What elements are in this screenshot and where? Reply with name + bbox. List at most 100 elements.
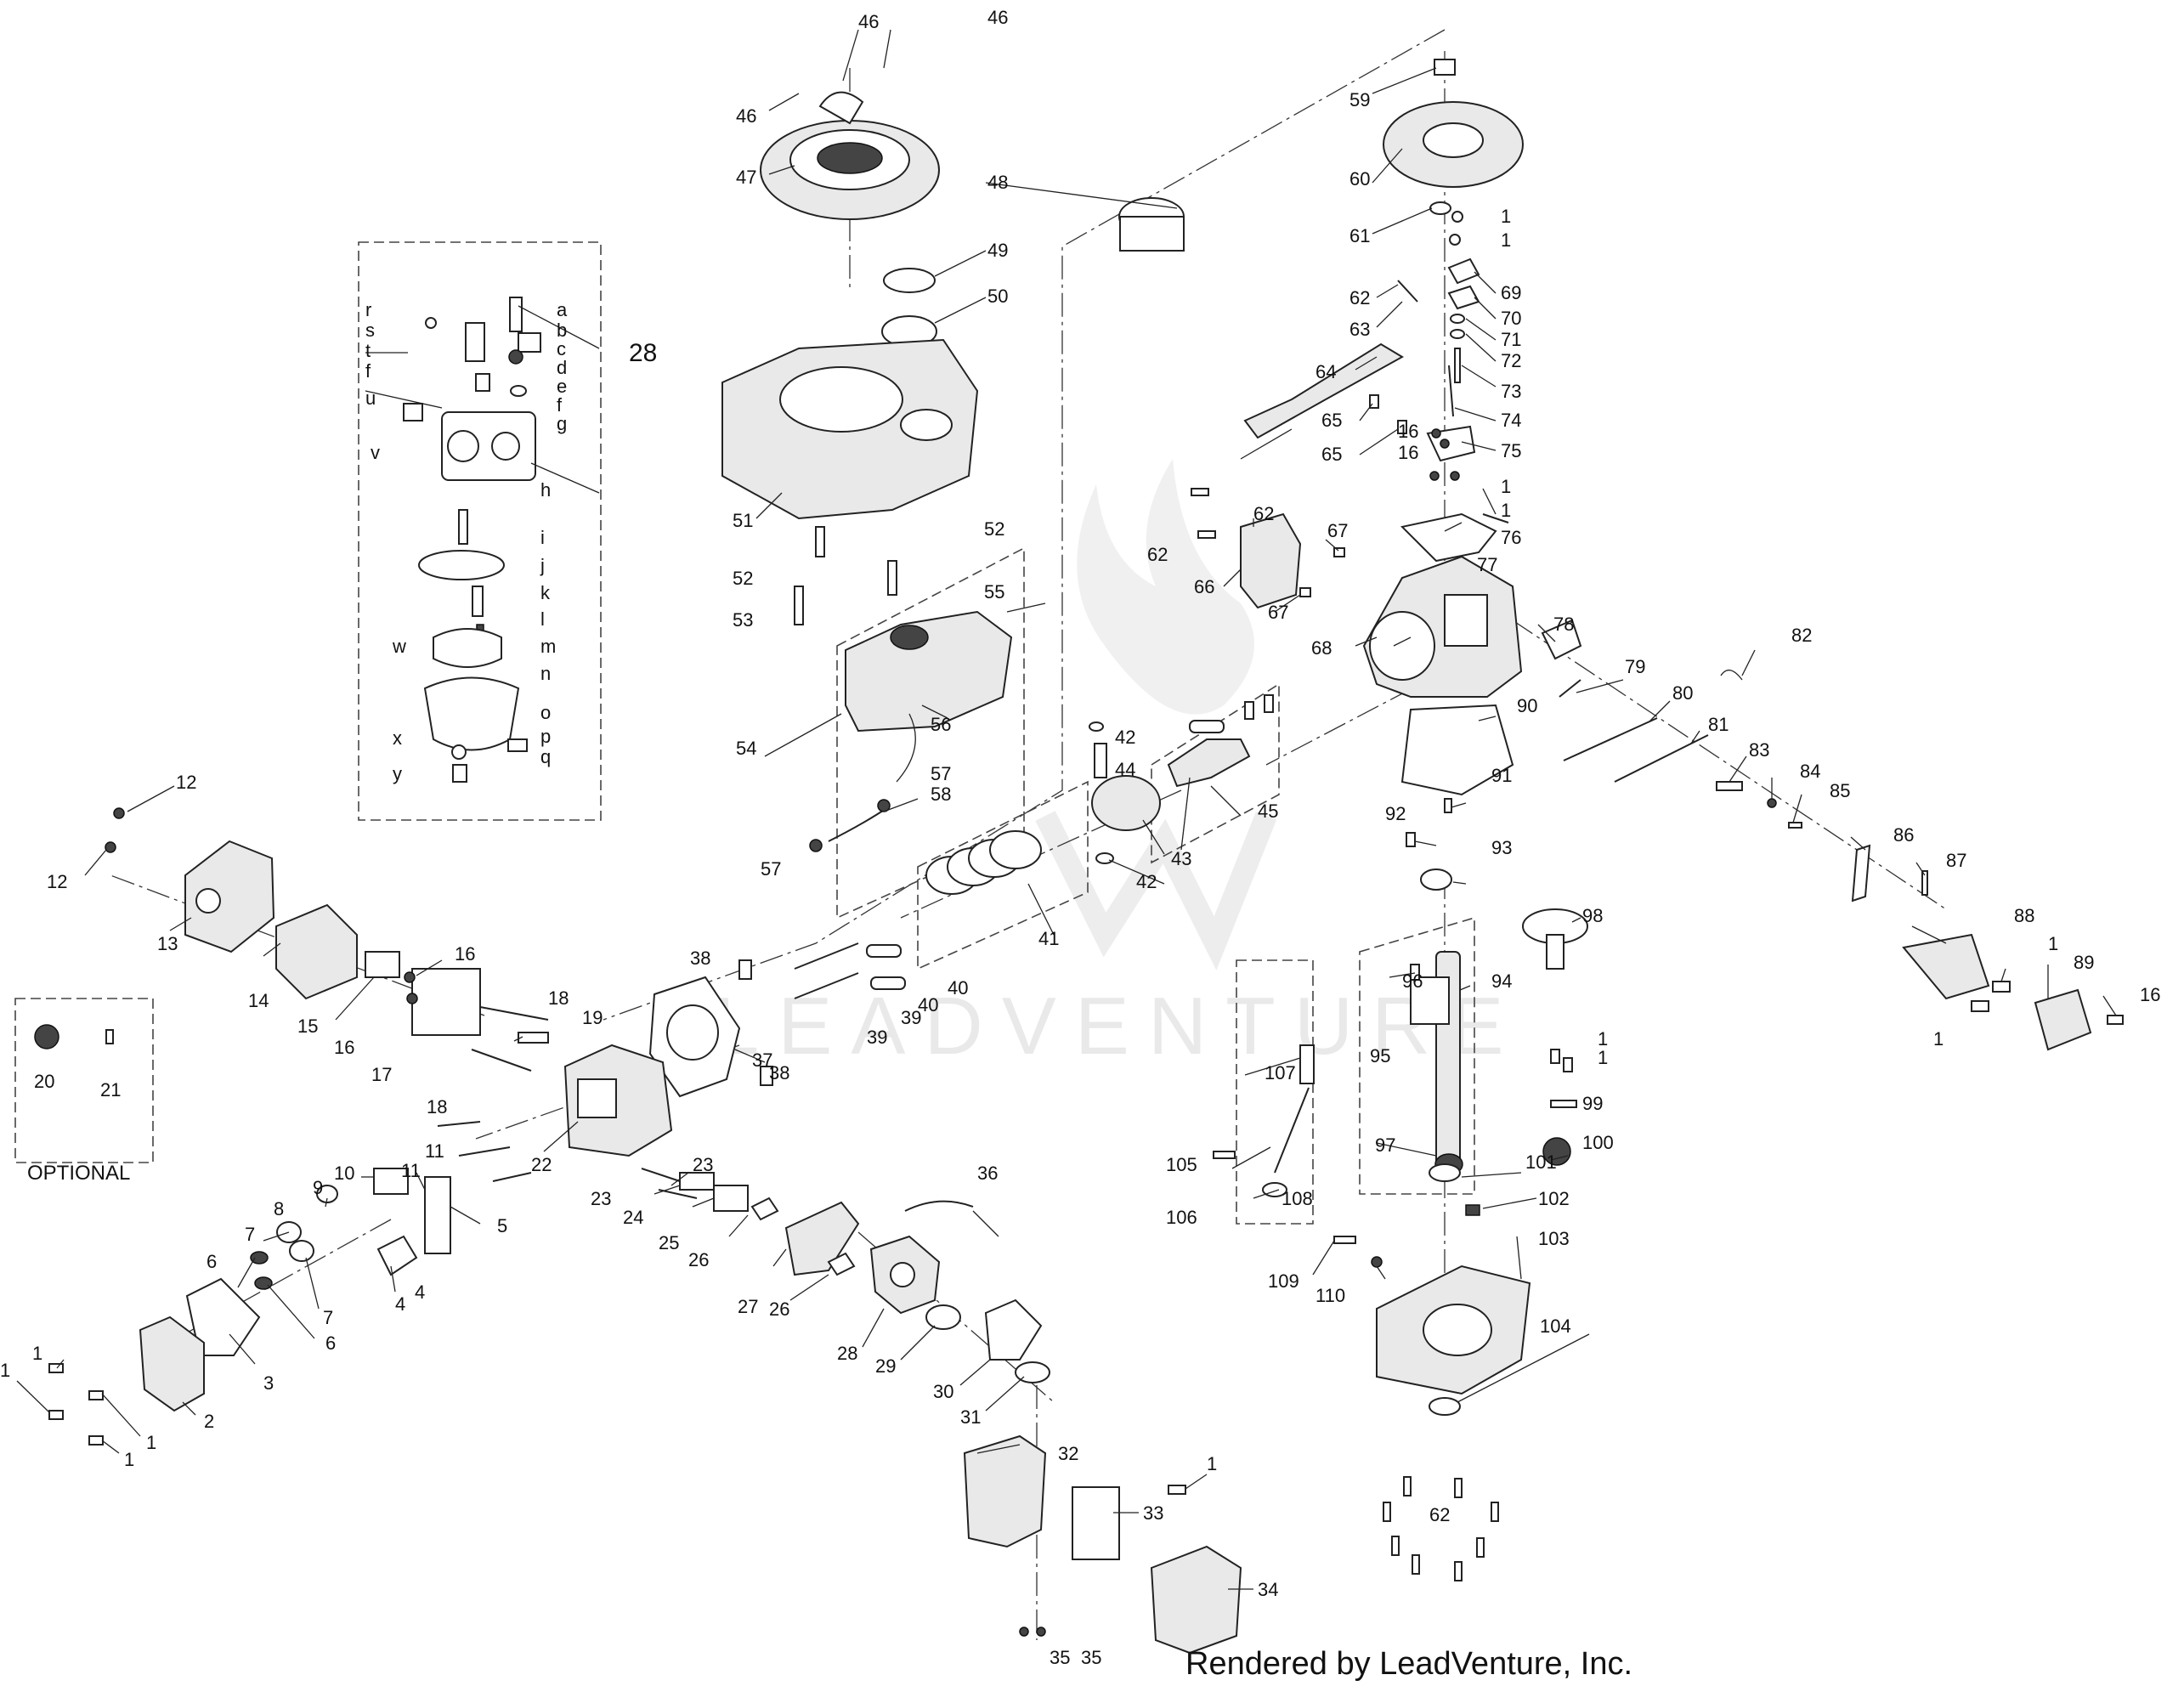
clip-42a	[1089, 721, 1104, 732]
callout-b: b	[557, 320, 567, 341]
part-e	[510, 385, 527, 397]
washer-84	[1767, 798, 1777, 808]
part-a	[509, 297, 523, 332]
callout-48: 48	[987, 172, 1008, 193]
watermark-text: LEADVENTURE	[714, 981, 1523, 1072]
callout-67: 67	[1268, 602, 1288, 623]
gasket-29	[925, 1304, 961, 1330]
bolt-1s	[1168, 1485, 1186, 1495]
washer-110	[1371, 1256, 1383, 1268]
rocker-plate-5	[424, 1176, 451, 1254]
pin-92	[1406, 832, 1416, 847]
callout-55: 55	[984, 581, 1004, 603]
callout-1: 1	[146, 1432, 156, 1453]
callout-37: 37	[752, 1050, 772, 1071]
callout-68: 68	[1311, 637, 1332, 659]
nut-16b	[406, 993, 418, 1004]
callout-20: 20	[34, 1071, 54, 1092]
callout-27: 27	[738, 1296, 758, 1317]
callout-l: l	[540, 608, 545, 630]
pin-102	[1465, 1204, 1480, 1216]
lever-86	[1851, 844, 1871, 902]
callout-1: 1	[1207, 1453, 1217, 1474]
spacer-24	[679, 1172, 715, 1191]
callout-26: 26	[688, 1249, 709, 1270]
pushrods-39	[794, 972, 859, 999]
callout-64: 64	[1315, 361, 1336, 382]
part-x	[451, 744, 467, 760]
pin-85	[1788, 822, 1802, 829]
washer-101	[1429, 1163, 1461, 1182]
air-filter-base-30	[984, 1298, 1043, 1361]
callout-98: 98	[1582, 905, 1603, 926]
crankshaft-box	[1359, 916, 1475, 1195]
callout-109: 109	[1268, 1270, 1299, 1292]
gasket-49	[883, 268, 936, 293]
callout-58: 58	[931, 784, 951, 805]
recoil-starter-group	[721, 91, 1185, 520]
nut-16a	[404, 971, 416, 983]
credit-text: Rendered by LeadVenture, Inc.	[1185, 1646, 1632, 1682]
callout-16: 16	[2140, 984, 2160, 1005]
bolt-1a	[48, 1363, 64, 1373]
leadventure-watermark: LEADVENTURE	[714, 459, 1523, 1072]
callout-y: y	[393, 763, 402, 784]
nut-59	[1434, 59, 1456, 76]
callout-77: 77	[1477, 554, 1497, 575]
callout-42: 42	[1115, 727, 1135, 748]
callout-1: 1	[1501, 500, 1511, 521]
callout-35: 35	[1050, 1647, 1070, 1668]
callout-8: 8	[274, 1198, 284, 1219]
fuel-cap-55	[890, 625, 929, 650]
bracket-77	[1400, 512, 1497, 563]
plate-70	[1447, 285, 1480, 310]
callout-50: 50	[987, 286, 1008, 307]
callout-23: 23	[693, 1154, 713, 1175]
screw-16d	[1440, 438, 1450, 449]
crankcase-group	[1362, 555, 2124, 1051]
retainer-6a	[250, 1251, 269, 1264]
callout-52: 52	[733, 568, 753, 589]
callout-92: 92	[1385, 803, 1406, 824]
insulator-27	[784, 1201, 860, 1276]
callout-67: 67	[1327, 520, 1348, 541]
callout-70: 70	[1501, 308, 1521, 329]
callout-26: 26	[769, 1298, 789, 1320]
spring-73	[1454, 348, 1461, 383]
callout-labels: 46 46 46 47 48 49 50 51 52 52 53 55 54 5…	[0, 7, 2160, 1668]
callout-f: f	[557, 394, 563, 416]
part-i	[458, 509, 468, 545]
bolt-105	[1213, 1151, 1236, 1159]
gasket-31	[1015, 1361, 1050, 1383]
handle-bracket-89	[2034, 988, 2092, 1051]
spring-76	[1482, 513, 1509, 523]
callout-66: 66	[1194, 576, 1214, 597]
callout-28: 28	[837, 1343, 857, 1364]
callout-o: o	[540, 702, 551, 723]
pin-65a	[1369, 394, 1379, 409]
callout-104: 104	[1540, 1315, 1571, 1337]
clamp-57a	[809, 839, 823, 852]
callout-86: 86	[1893, 824, 1914, 846]
callout-103: 103	[1538, 1228, 1570, 1249]
rod-81	[1614, 734, 1709, 783]
screw-1h	[1450, 471, 1460, 481]
starter-handle	[818, 91, 864, 125]
callout-73: 73	[1501, 381, 1521, 402]
control-bracket-88	[1902, 933, 1990, 1000]
callout-u: u	[365, 388, 376, 409]
callout-4: 4	[415, 1281, 425, 1303]
callout-94: 94	[1491, 970, 1512, 992]
callout-19: 19	[582, 1007, 603, 1028]
crankshaft-group	[1213, 868, 1588, 1581]
callout-f: f	[365, 360, 371, 382]
callout-s: s	[365, 320, 375, 341]
callout-76: 76	[1501, 527, 1521, 548]
leader-lines	[16, 29, 2117, 1590]
callout-46: 46	[987, 7, 1008, 28]
bolt-1d	[88, 1435, 104, 1446]
bolt-109	[1333, 1236, 1356, 1244]
bolt-1k	[1550, 1049, 1560, 1064]
callout-57: 57	[931, 763, 951, 784]
bolt-1j	[1971, 1000, 1989, 1012]
